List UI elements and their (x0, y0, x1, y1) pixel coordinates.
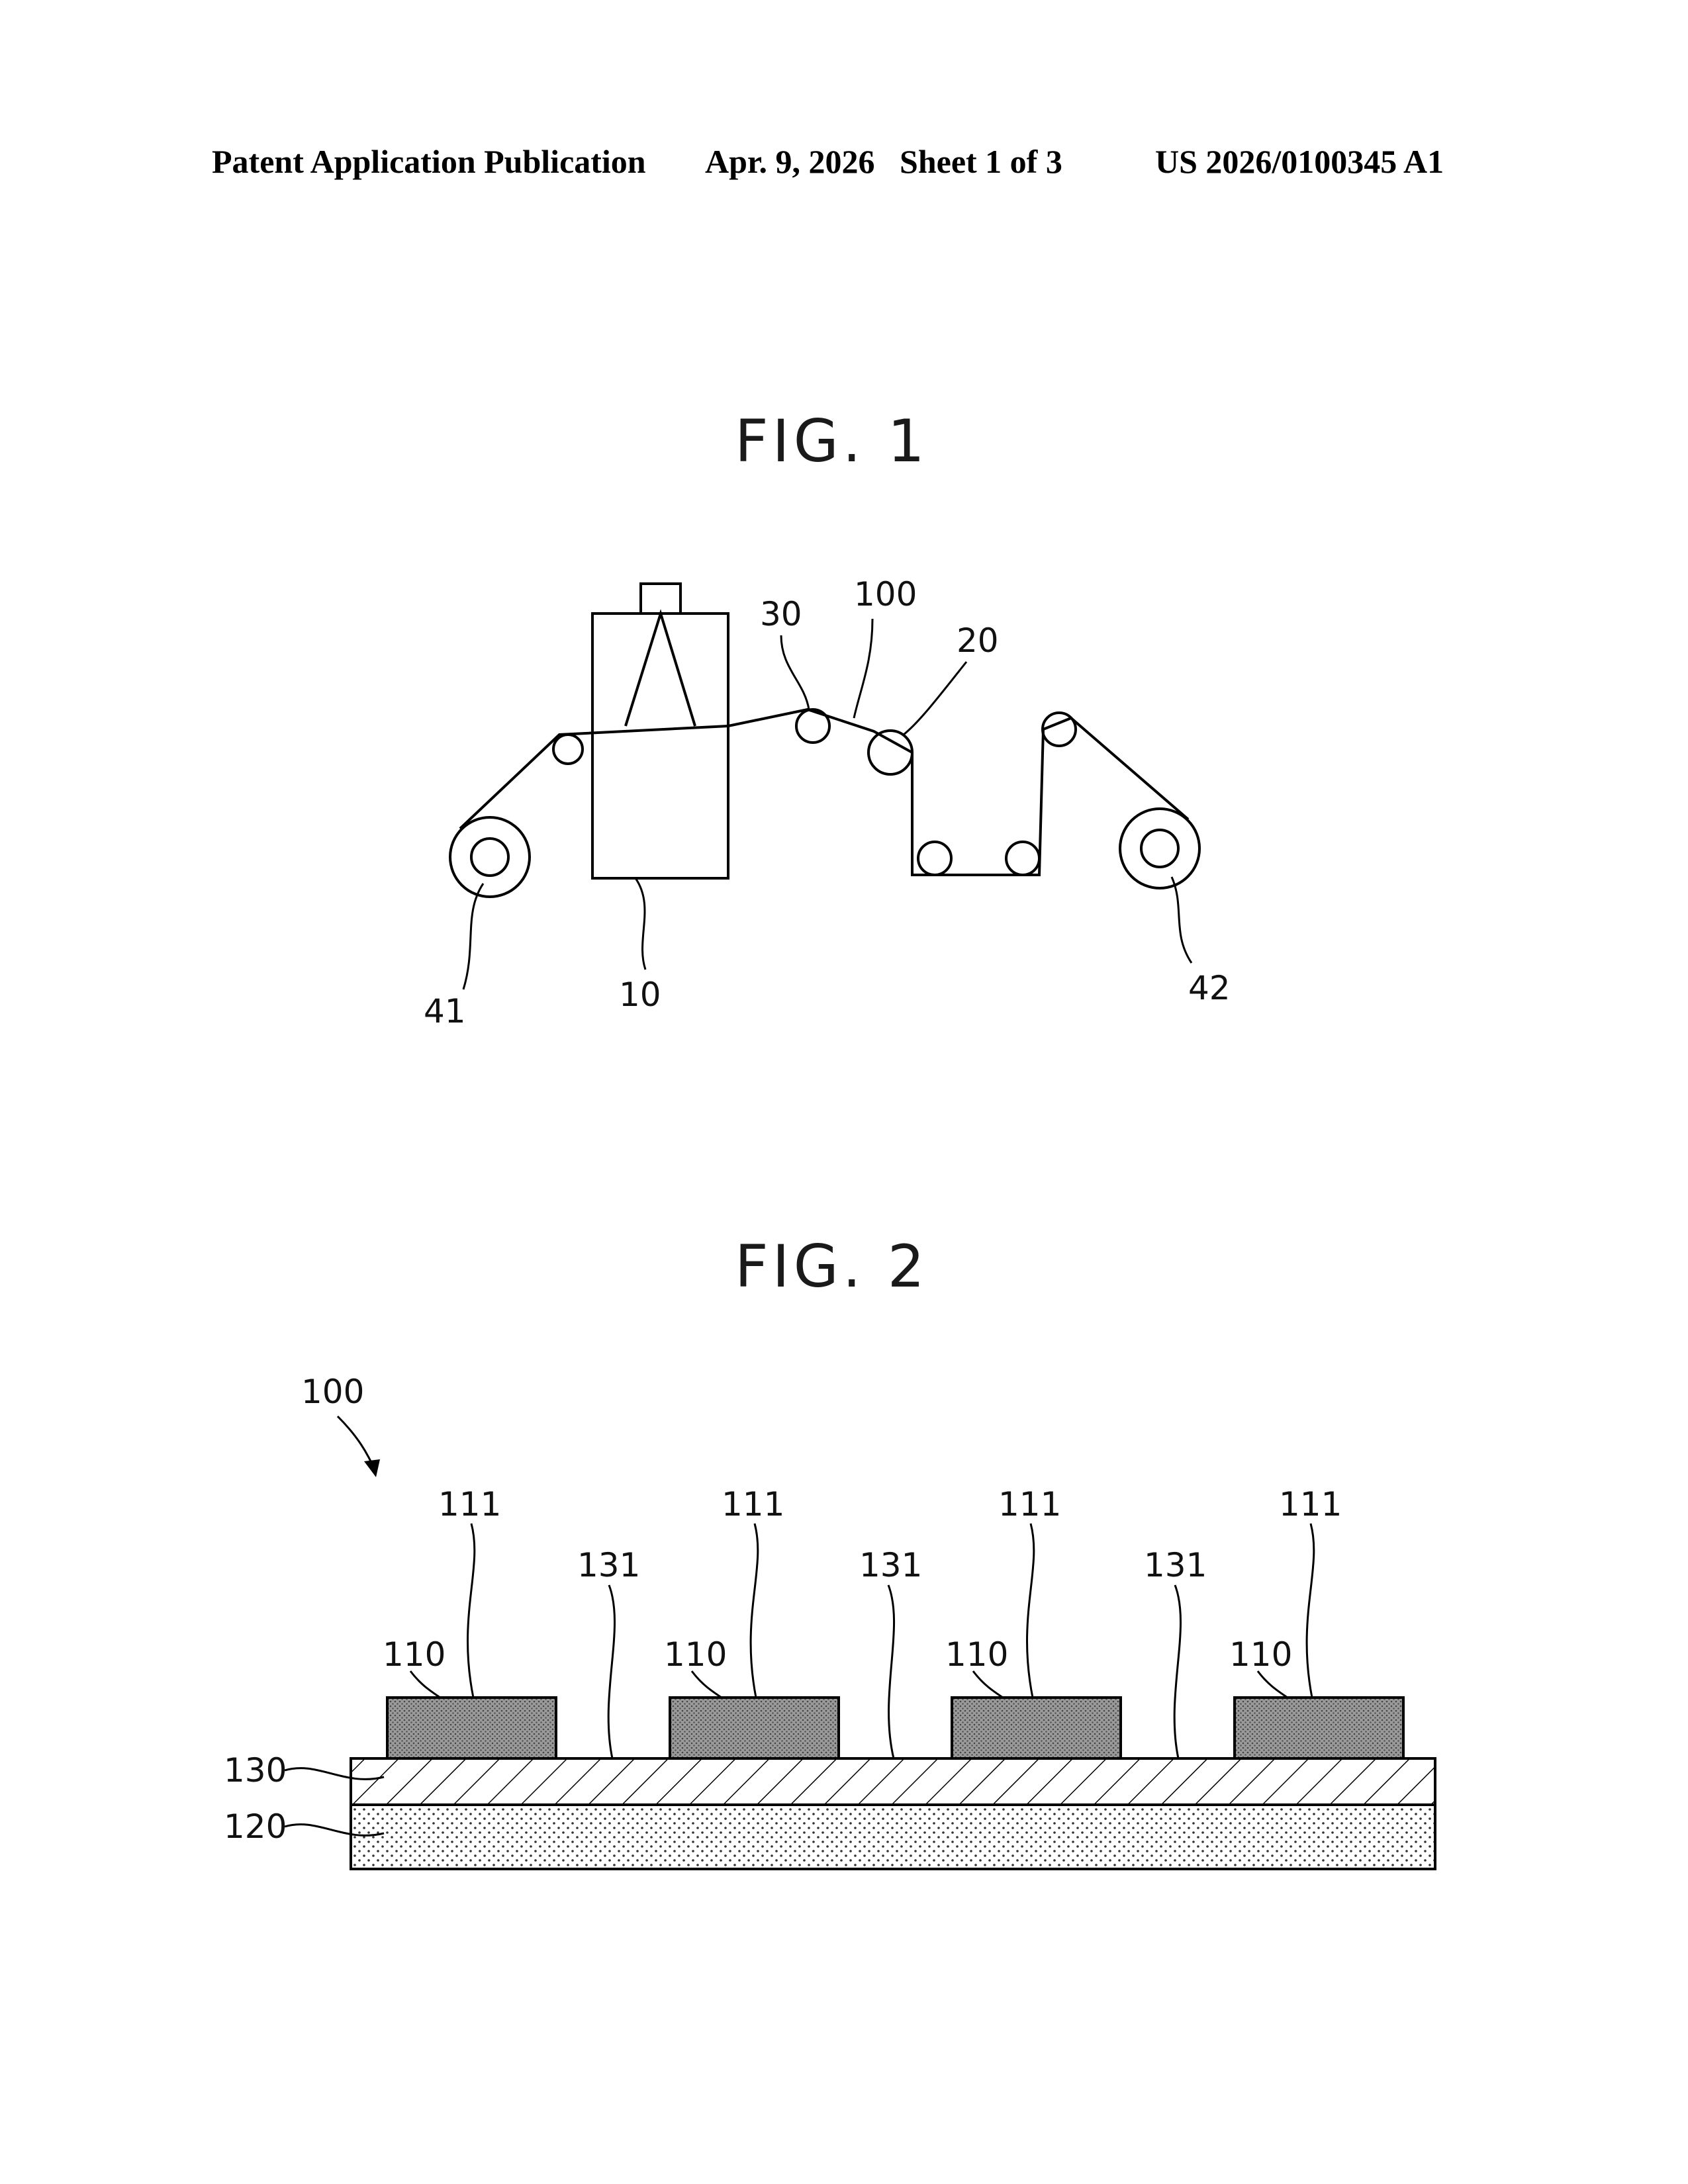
label-131-c: 131 (1144, 1546, 1207, 1584)
element-110-d (1235, 1698, 1403, 1758)
label-120: 120 (224, 1807, 287, 1846)
leader-111-c (1027, 1524, 1034, 1698)
leader-110-d (1258, 1671, 1288, 1698)
leader-111-d (1307, 1524, 1314, 1698)
label-111-b: 111 (722, 1485, 784, 1524)
element-110-a (387, 1698, 556, 1758)
leader-110-b (692, 1671, 722, 1698)
arrow-100-head (364, 1459, 380, 1477)
leader-110-a (410, 1671, 440, 1698)
leader-110-c (973, 1671, 1003, 1698)
label-111-d: 111 (1279, 1485, 1342, 1524)
label-130: 130 (224, 1751, 287, 1790)
label-131-a: 131 (577, 1546, 640, 1584)
label-131-b: 131 (859, 1546, 922, 1584)
label-100-fig2: 100 (301, 1373, 364, 1411)
label-111-a: 111 (438, 1485, 501, 1524)
layer-120 (351, 1805, 1435, 1869)
leader-111-a (468, 1524, 475, 1698)
leader-131-c (1174, 1585, 1180, 1758)
element-110-b (670, 1698, 839, 1758)
leader-131-a (608, 1585, 614, 1758)
element-110-c (952, 1698, 1121, 1758)
label-110-a: 110 (383, 1635, 445, 1674)
layer-130 (351, 1758, 1435, 1805)
label-110-b: 110 (664, 1635, 727, 1674)
label-110-c: 110 (945, 1635, 1008, 1674)
leader-131-b (888, 1585, 894, 1758)
leader-111-b (751, 1524, 758, 1698)
label-111-c: 111 (998, 1485, 1061, 1524)
label-110-d: 110 (1229, 1635, 1292, 1674)
